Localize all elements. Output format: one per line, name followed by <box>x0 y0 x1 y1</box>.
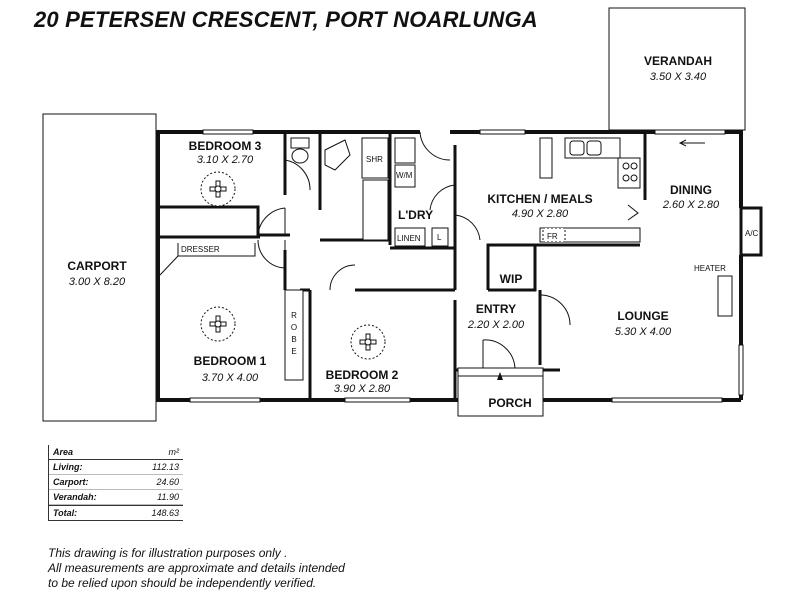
windows <box>189 129 744 403</box>
area-row-label: Living: <box>53 462 83 472</box>
carport-label: CARPORT <box>67 259 127 273</box>
washing-machine-label: W/M <box>396 171 413 180</box>
bedroom1-label: BEDROOM 1 <box>194 354 267 368</box>
area-row-label: Carport: <box>53 477 89 487</box>
table-row: Carport: 24.60 <box>49 475 183 490</box>
dining-dims: 2.60 X 2.80 <box>662 199 720 211</box>
robe-letter-r: R <box>291 311 297 320</box>
kitchen-dims: 4.90 X 2.80 <box>512 208 569 220</box>
verandah-dims: 3.50 X 3.40 <box>650 71 707 83</box>
area-row-value: 112.13 <box>152 462 179 472</box>
bedroom3-dims: 3.10 X 2.70 <box>197 154 254 166</box>
bedroom1-dims: 3.70 X 4.00 <box>202 372 259 384</box>
l-label: L <box>437 233 442 242</box>
dresser-outline <box>159 243 256 276</box>
table-row: Verandah: 11.90 <box>49 490 183 505</box>
porch-label: PORCH <box>488 396 531 410</box>
area-total-label: Total: <box>53 508 78 518</box>
laundry-label: L'DRY <box>398 208 433 222</box>
heater-unit <box>717 275 733 317</box>
ac-label: A/C <box>745 229 759 238</box>
entry-arrow-icon <box>497 372 503 380</box>
table-row: Living: 112.13 <box>49 460 183 475</box>
area-header-unit: m² <box>168 447 180 457</box>
dresser-label: DRESSER <box>181 245 220 254</box>
doors <box>257 131 571 371</box>
area-total-row: Total: 148.63 <box>49 505 183 521</box>
area-table-header: Area m² <box>49 445 183 460</box>
disclaimer-line: to be relied upon should be independentl… <box>48 576 317 590</box>
bedroom2-label: BEDROOM 2 <box>326 368 399 382</box>
fridge-label: FR <box>547 232 558 241</box>
dining-label: DINING <box>670 183 712 197</box>
kitchen-fixtures <box>539 137 641 243</box>
shower-label: SHR <box>366 155 383 164</box>
ceiling-fan-icon <box>200 306 236 342</box>
bedroom3-label: BEDROOM 3 <box>189 139 262 153</box>
carport-dims: 3.00 X 8.20 <box>69 276 126 288</box>
bedroom2-dims: 3.90 X 2.80 <box>334 383 391 395</box>
disclaimer: This drawing is for illustration purpose… <box>48 546 468 591</box>
bathroom-fixtures <box>290 137 449 247</box>
area-row-label: Verandah: <box>53 492 97 502</box>
verandah-label: VERANDAH <box>644 54 712 68</box>
wip-label: WIP <box>500 272 523 286</box>
area-header-label: Area <box>53 447 74 457</box>
entry-label: ENTRY <box>476 302 516 316</box>
disclaimer-line: This drawing is for illustration purpose… <box>48 546 288 560</box>
ac-unit <box>739 206 763 257</box>
heater-label: HEATER <box>694 264 726 273</box>
linen-label: LINEN <box>397 234 421 243</box>
area-row-value: 11.90 <box>157 492 179 502</box>
area-row-value: 24.60 <box>156 477 179 487</box>
verandah-outline <box>608 7 746 131</box>
robe-letter-b: B <box>291 335 296 344</box>
robe-letter-e: E <box>291 347 296 356</box>
ceiling-fan-icon <box>350 324 386 360</box>
lounge-dims: 5.30 X 4.00 <box>615 326 672 338</box>
area-table: Area m² Living: 112.13 Carport: 24.60 Ve… <box>48 445 183 521</box>
page-title: 20 PETERSEN CRESCENT, PORT NOARLUNGA <box>34 7 538 32</box>
robe-letters: R O B E <box>291 311 297 356</box>
lounge-label: LOUNGE <box>617 309 668 323</box>
entry-dims: 2.20 X 2.00 <box>467 319 525 331</box>
disclaimer-line: All measurements are approximate and det… <box>48 561 345 575</box>
robe-letter-o: O <box>291 323 297 332</box>
robe-outline <box>284 289 304 381</box>
ceiling-fan-icon <box>200 171 236 207</box>
kitchen-label: KITCHEN / MEALS <box>487 192 592 206</box>
area-total-value: 148.63 <box>151 508 179 518</box>
